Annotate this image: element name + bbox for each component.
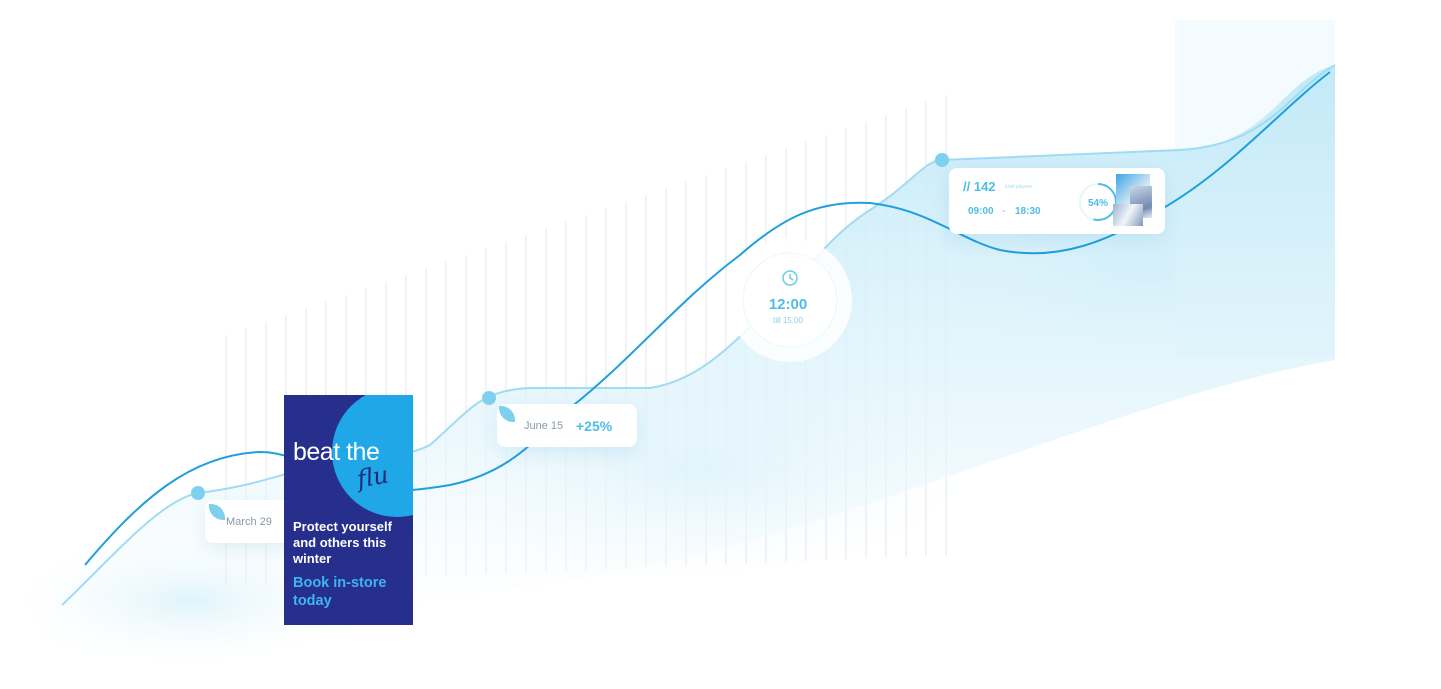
- start-time: 09:00: [968, 206, 994, 217]
- date-card-june: June 15 +25%: [497, 404, 637, 447]
- flu-ad-banner[interactable]: beat the flu Protect yourself and others…: [284, 395, 413, 625]
- clock-card: 12:00 till 15:00: [728, 238, 852, 362]
- june-change-value: +25%: [576, 418, 613, 434]
- march-date-label: March 29: [226, 516, 272, 528]
- time-separator: -: [1002, 206, 1006, 217]
- clock-time: 12:00: [769, 296, 807, 313]
- end-time: 18:30: [1015, 206, 1041, 217]
- clock-icon: [782, 270, 798, 286]
- leaf-icon: [499, 406, 515, 422]
- players-count: // 142: [963, 179, 996, 194]
- players-caption: total players: [1005, 184, 1032, 190]
- date-card-march: March 29: [205, 500, 293, 543]
- stats-card: // 142 total players 09:00 - 18:30 54%: [949, 168, 1165, 234]
- ad-headline: beat the: [293, 438, 380, 466]
- ad-cta[interactable]: Book in-store today: [293, 575, 387, 609]
- progress-percent: 54%: [1088, 198, 1108, 209]
- ad-script-word: flu: [354, 460, 391, 494]
- clock-until: till 15:00: [773, 316, 803, 325]
- building-photo-thumbnail: [1113, 174, 1152, 228]
- marker-march: [191, 486, 205, 500]
- ad-body-text: Protect yourself and others this winter: [293, 519, 392, 566]
- marker-stats: [935, 153, 949, 167]
- june-date-label: June 15: [524, 420, 564, 432]
- marker-june: [482, 391, 496, 405]
- leaf-icon: [209, 504, 225, 520]
